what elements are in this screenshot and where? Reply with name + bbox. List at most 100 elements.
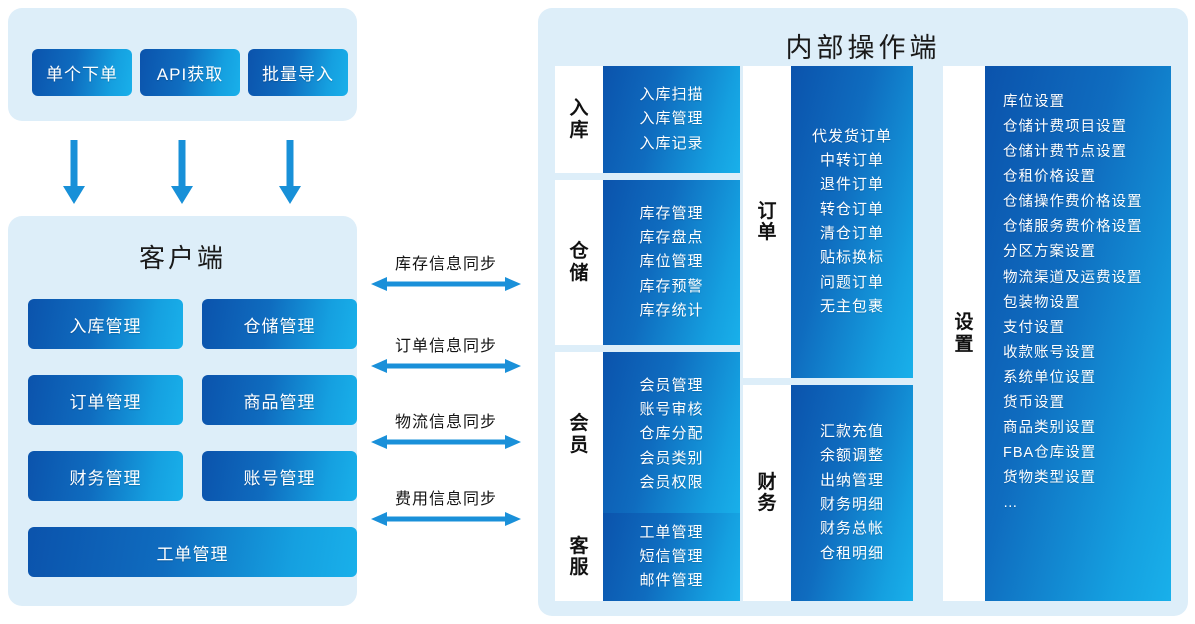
group-item[interactable]: 包装物设置: [1003, 294, 1081, 311]
group-label-text: 仓储: [569, 241, 589, 284]
order-source-panel: 单个下单 API获取 批量导入: [8, 8, 357, 121]
group-member: 会员 会员管理 账号审核 仓库分配 会员类别 会员权限: [555, 352, 740, 517]
group-item[interactable]: FBA仓库设置: [1003, 445, 1097, 462]
group-item[interactable]: 仓储计费项目设置: [1003, 119, 1127, 136]
group-item[interactable]: 代发货订单: [811, 127, 892, 145]
group-item[interactable]: 中转订单: [819, 152, 884, 170]
group-item[interactable]: 库存统计: [639, 301, 704, 319]
group-item[interactable]: 贴标换标: [819, 249, 884, 267]
group-item[interactable]: 无主包裹: [819, 297, 884, 315]
group-item[interactable]: 财务总帐: [819, 520, 884, 538]
internal-operation-panel: 内部操作端 入库 入库扫描 入库管理 入库记录 仓储 库存管理 库存盘点 库位管…: [538, 8, 1188, 616]
client-button-label: 账号管理: [243, 468, 316, 488]
group-item[interactable]: 财务明细: [819, 496, 884, 513]
group-item[interactable]: 出纳管理: [819, 471, 884, 489]
group-item[interactable]: 支付设置: [1003, 319, 1065, 336]
group-item[interactable]: 入库记录: [639, 134, 704, 152]
group-item[interactable]: 账号审核: [639, 401, 704, 419]
internal-panel-title: 内部操作端: [785, 33, 941, 63]
group-item[interactable]: 库位管理: [639, 253, 704, 271]
down-arrow-3-icon: [279, 140, 301, 204]
group-item[interactable]: 清仓订单: [819, 225, 884, 242]
group-item[interactable]: 货币设置: [1003, 394, 1065, 411]
group-label-member: 会员: [555, 352, 603, 517]
down-arrow-1-icon: [63, 140, 85, 204]
group-item[interactable]: 物流渠道及运费设置: [1003, 269, 1143, 286]
group-item[interactable]: 商品类别设置: [1003, 420, 1096, 437]
group-items-warehouse: 库存管理 库存盘点 库位管理 库存预警 库存统计: [603, 180, 740, 345]
bidirectional-arrow-icon: [371, 277, 521, 291]
client-button-label: 财务管理: [69, 468, 142, 488]
group-label-order: 订单: [743, 66, 791, 378]
group-item[interactable]: 仓储操作费价格设置: [1003, 194, 1143, 211]
sync-label: 物流信息同步: [394, 414, 497, 431]
group-item[interactable]: 转仓订单: [819, 200, 884, 218]
client-button-warehouse-management[interactable]: 仓储管理: [202, 299, 357, 349]
group-item[interactable]: 邮件管理: [639, 572, 704, 590]
group-customer-service: 客服 工单管理 短信管理 邮件管理: [555, 513, 740, 601]
group-label-warehouse: 仓储: [555, 180, 603, 345]
client-button-product-management[interactable]: 商品管理: [202, 375, 357, 425]
sync-label: 库存信息同步: [394, 256, 497, 273]
group-item[interactable]: 入库管理: [639, 110, 704, 128]
sync-group-fee: 费用信息同步: [371, 485, 521, 527]
group-item[interactable]: 收款账号设置: [1003, 344, 1096, 361]
group-item[interactable]: 会员管理: [639, 376, 704, 394]
bidirectional-arrow-icon: [371, 435, 521, 449]
group-label-finance: 财务: [743, 385, 791, 601]
group-item[interactable]: 入库扫描: [639, 86, 704, 104]
client-button-order-management[interactable]: 订单管理: [28, 375, 183, 425]
client-button-label: 商品管理: [243, 392, 316, 412]
group-item[interactable]: 仓租明细: [819, 544, 884, 562]
group-item[interactable]: 库存管理: [639, 204, 704, 222]
group-item[interactable]: 仓储服务费价格设置: [1003, 219, 1143, 236]
group-item[interactable]: 余额调整: [819, 447, 884, 465]
group-label-inbound: 入库: [555, 66, 603, 173]
group-label-text: 入库: [569, 98, 589, 141]
group-item[interactable]: 短信管理: [639, 547, 704, 565]
group-item[interactable]: 库存预警: [639, 277, 704, 295]
group-label-text: 客服: [569, 535, 589, 578]
group-item[interactable]: 问题订单: [819, 273, 884, 291]
source-button-label: 批量导入: [262, 65, 334, 84]
group-item[interactable]: 库位设置: [1003, 94, 1065, 110]
group-item[interactable]: 分区方案设置: [1003, 244, 1096, 261]
client-panel-title: 客户端: [138, 243, 226, 273]
group-finance: 财务 汇款充值 余额调整 出纳管理 财务明细 财务总帐 仓租明细: [743, 385, 913, 601]
group-item[interactable]: 会员类别: [639, 449, 704, 467]
group-item[interactable]: 货物类型设置: [1003, 470, 1096, 487]
group-item[interactable]: 库存盘点: [639, 229, 704, 247]
group-order: 订单 代发货订单 中转订单 退件订单 转仓订单 清仓订单 贴标换标 问题订单 无…: [743, 66, 913, 378]
sync-group-logistics: 物流信息同步: [371, 408, 521, 450]
group-settings: 设置 库位设置 仓储计费项目设置 仓储计费节点设置 仓租价格设置 仓储操作费价格…: [943, 66, 1171, 601]
group-item[interactable]: 仓储计费节点设置: [1003, 144, 1127, 161]
group-item[interactable]: 仓库分配: [639, 425, 704, 443]
group-item[interactable]: 系统单位设置: [1003, 369, 1096, 386]
client-button-ticket-management[interactable]: 工单管理: [28, 527, 357, 577]
client-button-inbound-management[interactable]: 入库管理: [28, 299, 183, 349]
client-button-label: 入库管理: [69, 316, 142, 336]
group-item[interactable]: 退件订单: [819, 176, 884, 194]
group-label-text: 订单: [757, 200, 777, 243]
source-button-api-fetch[interactable]: API获取: [140, 49, 240, 96]
source-button-batch-import[interactable]: 批量导入: [248, 49, 348, 96]
client-panel: 客户端 入库管理 仓储管理 订单管理 商品管理 财务管理 账号管理 工单管理: [8, 216, 357, 606]
client-button-account-management[interactable]: 账号管理: [202, 451, 357, 501]
client-button-finance-management[interactable]: 财务管理: [28, 451, 183, 501]
client-button-label: 订单管理: [69, 392, 142, 412]
sync-label: 订单信息同步: [394, 338, 497, 355]
group-item: …: [1003, 495, 1019, 512]
source-button-single-order[interactable]: 单个下单: [32, 49, 132, 96]
group-label-text: 会员: [569, 413, 589, 456]
bidirectional-arrow-icon: [371, 359, 521, 373]
group-item[interactable]: 汇款充值: [819, 423, 884, 441]
group-label-customer-service: 客服: [555, 513, 603, 601]
group-items-order: 代发货订单 中转订单 退件订单 转仓订单 清仓订单 贴标换标 问题订单 无主包裹: [791, 66, 913, 378]
group-item[interactable]: 仓租价格设置: [1003, 169, 1096, 186]
group-label-settings: 设置: [943, 66, 985, 601]
group-item[interactable]: 工单管理: [639, 523, 704, 541]
group-item[interactable]: 会员权限: [639, 473, 704, 491]
source-button-label: API获取: [156, 65, 224, 84]
group-items-customer-service: 工单管理 短信管理 邮件管理: [603, 513, 740, 601]
